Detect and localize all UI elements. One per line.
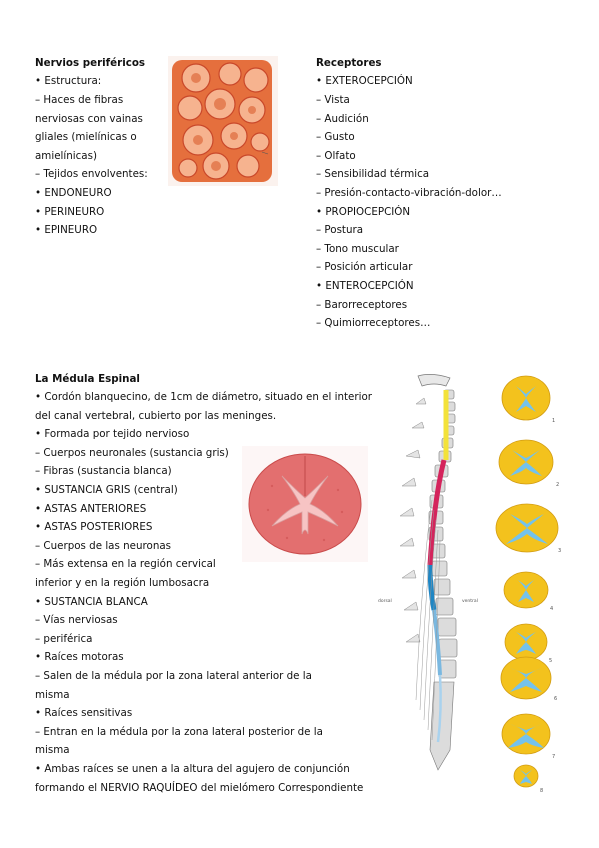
medula-line: misma bbox=[35, 744, 70, 756]
medula-line: • SUSTANCIA BLANCA bbox=[35, 596, 148, 608]
medula-line: – Vías nerviosas bbox=[35, 614, 118, 626]
medula-line: – Fibras (sustancia blanca) bbox=[35, 465, 172, 477]
nervios-line: • EPINEURO bbox=[35, 224, 98, 236]
medula-line: – Entran en la médula por la zona latera… bbox=[35, 726, 323, 738]
medula-line: • ASTAS POSTERIORES bbox=[35, 521, 153, 533]
receptores-line: – Sensibilidad térmica bbox=[316, 168, 430, 180]
nervios-line: nerviosas con vainas bbox=[35, 113, 143, 125]
medula-title: La Médula Espinal bbox=[35, 373, 140, 385]
ventral-label: ventral bbox=[462, 598, 478, 604]
receptores-line: – Posición articular bbox=[316, 261, 413, 273]
section-number: 1 bbox=[552, 418, 555, 424]
medula-line: del canal vertebral, cubierto por las me… bbox=[35, 410, 277, 422]
nervios-line: gliales (mielínicas o bbox=[35, 131, 137, 143]
receptores-line: • ENTEROCEPCIÓN bbox=[316, 280, 414, 292]
medula-line: inferior y en la región lumbosacra bbox=[35, 577, 210, 589]
nervios-line: • PERINEURO bbox=[35, 206, 105, 218]
receptores-line: – Barorreceptores bbox=[316, 299, 408, 311]
medula-line: – Más extensa en la región cervical bbox=[35, 558, 216, 570]
nervios-line: • ENDONEURO bbox=[35, 187, 112, 199]
nervios-line: • Estructura: bbox=[35, 75, 102, 87]
medula-line: • ASTAS ANTERIORES bbox=[35, 503, 147, 515]
medula-line: misma bbox=[35, 689, 70, 701]
nervios-title: Nervios periféricos bbox=[35, 57, 146, 69]
receptores-line: – Audición bbox=[316, 113, 369, 125]
medula-line: • Raíces sensitivas bbox=[35, 707, 133, 719]
nervios-line: amielínicas) bbox=[35, 150, 97, 162]
medula-line: – Salen de la médula por la zona lateral… bbox=[35, 670, 312, 682]
medula-line: • Formada por tejido nervioso bbox=[35, 428, 190, 440]
section-number: 3 bbox=[558, 548, 561, 554]
spinal-column-diagram: dorsal ventral bbox=[372, 370, 478, 792]
section-number: 7 bbox=[552, 754, 555, 760]
medula-line: – Cuerpos de las neuronas bbox=[35, 540, 172, 552]
spinal-cord-section-image bbox=[242, 446, 368, 562]
nerve-cross-section-image bbox=[168, 56, 278, 186]
receptores-line: – Presión-contacto-vibración-dolor… bbox=[316, 187, 502, 199]
medula-line: formando el NERVIO RAQUÍDEO del mielómer… bbox=[35, 782, 364, 794]
receptores-line: • PROPIOCEPCIÓN bbox=[316, 206, 411, 218]
dorsal-label: dorsal bbox=[378, 598, 392, 604]
nervios-line: – Haces de fibras bbox=[35, 94, 124, 106]
medula-line: • Ambas raíces se unen a la altura del a… bbox=[35, 763, 350, 775]
section-number: 5 bbox=[549, 658, 552, 664]
medula-line: • Cordón blanquecino, de 1cm de diámetro… bbox=[35, 391, 373, 403]
medula-line: – Cuerpos neuronales (sustancia gris) bbox=[35, 447, 229, 459]
receptores-line: – Vista bbox=[316, 94, 350, 106]
section-number: 4 bbox=[550, 606, 553, 612]
medula-line: • SUSTANCIA GRIS (central) bbox=[35, 484, 178, 496]
section-number: 2 bbox=[556, 482, 559, 488]
receptores-title: Receptores bbox=[316, 57, 382, 69]
cord-sections-diagram: 1 2 3 4 5 6 7 8 bbox=[494, 370, 564, 796]
nervios-line: – Tejidos envolventes: bbox=[35, 168, 148, 180]
medula-line: • Raíces motoras bbox=[35, 651, 124, 663]
section-number: 6 bbox=[554, 696, 557, 702]
receptores-line: – Tono muscular bbox=[316, 243, 399, 255]
section-number: 8 bbox=[540, 788, 543, 794]
receptores-line: – Postura bbox=[316, 224, 364, 236]
receptores-line: • EXTEROCEPCIÓN bbox=[316, 75, 413, 87]
medula-line: – periférica bbox=[35, 633, 93, 645]
receptores-line: – Quimiorreceptores… bbox=[316, 317, 431, 329]
receptores-line: – Gusto bbox=[316, 131, 355, 143]
receptores-line: – Olfato bbox=[316, 150, 356, 162]
